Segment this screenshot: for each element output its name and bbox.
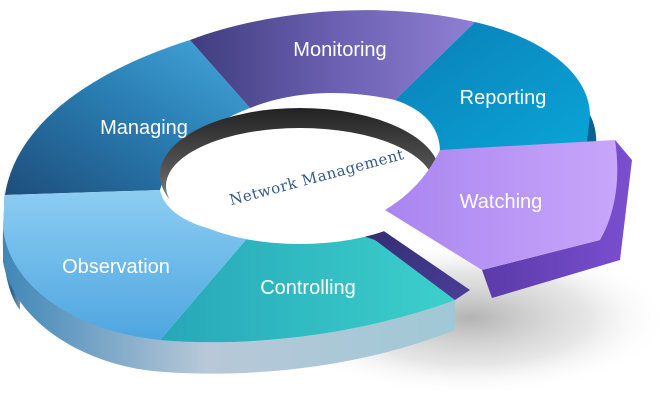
segment-observation	[3, 190, 250, 340]
label-watching: Watching	[460, 191, 543, 213]
segment-monitoring	[190, 10, 475, 109]
label-controlling: Controlling	[260, 277, 356, 299]
segment-managing	[5, 40, 250, 195]
label-observation: Observation	[62, 256, 170, 278]
segment-reporting	[395, 22, 593, 160]
label-reporting: Reporting	[460, 87, 547, 109]
segment-gap-shadow	[330, 225, 470, 300]
label-managing: Managing	[100, 117, 188, 139]
label-monitoring: Monitoring	[293, 39, 386, 61]
segment-controlling	[160, 225, 455, 343]
ring-rim-bottom	[3, 228, 455, 374]
center-hole	[166, 128, 434, 244]
segment-watching	[385, 140, 618, 270]
segment-watching-side	[482, 140, 632, 298]
